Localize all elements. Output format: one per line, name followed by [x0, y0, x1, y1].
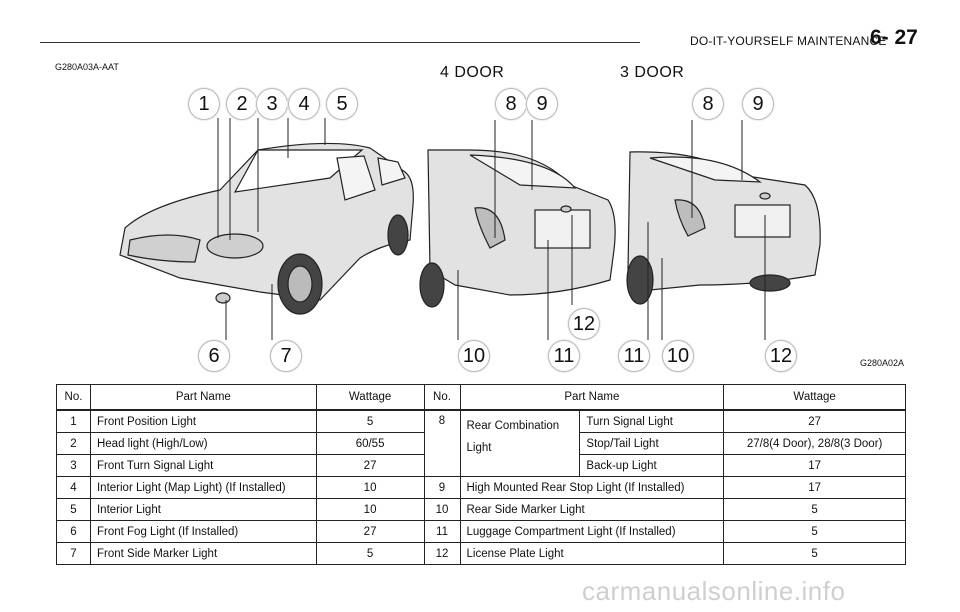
row-no-rear-combination: 8: [423, 409, 461, 477]
vehicle-illustration: [119, 118, 821, 340]
row-no: 1: [56, 409, 91, 433]
row-watt: 10: [315, 498, 425, 521]
table-header-row: No. Part Name Wattage No. Part Name Watt…: [56, 384, 906, 411]
row-part: Front Position Light: [89, 409, 317, 433]
callout-3door-8: 8: [692, 88, 724, 120]
callout-3door-12: 12: [765, 340, 797, 372]
row-part: License Plate Light: [459, 542, 725, 565]
row-watt: 60/55: [315, 432, 425, 455]
callout-2: 2: [226, 88, 258, 120]
row-part: Luggage Compartment Light (If Installed): [459, 520, 725, 543]
callout-4door-11: 11: [548, 340, 580, 372]
front-car-drawing: [119, 142, 414, 315]
bulb-wattage-table: No. Part Name Wattage No. Part Name Watt…: [56, 384, 906, 565]
sub-part: Turn Signal Light: [579, 409, 725, 433]
row-watt: 5: [723, 520, 906, 543]
rear-combination-part: Rear Combination Light: [459, 409, 581, 477]
callout-3: 3: [256, 88, 288, 120]
row-part: Front Fog Light (If Installed): [89, 520, 317, 543]
row-part: Rear Side Marker Light: [459, 498, 725, 521]
row-no: 6: [56, 520, 91, 543]
col-header-no-left: No.: [56, 384, 91, 411]
row-watt: 5: [723, 498, 906, 521]
row-watt: 10: [315, 476, 425, 499]
callout-3door-11: 11: [618, 340, 650, 372]
col-header-no-right: No.: [423, 384, 461, 411]
callout-4door-8: 8: [495, 88, 527, 120]
sub-part: Back-up Light: [579, 454, 725, 477]
sub-watt: 27: [723, 409, 906, 433]
rear-four-door-drawing: [419, 149, 616, 308]
callout-3door-9: 9: [742, 88, 774, 120]
four-door-label: 4 DOOR: [440, 64, 505, 81]
row-part: Front Turn Signal Light: [89, 454, 317, 477]
col-header-part-left: Part Name: [89, 384, 317, 411]
three-door-label: 3 DOOR: [620, 64, 685, 81]
page-number: 6- 27: [870, 26, 918, 49]
sub-watt: 27/8(4 Door), 28/8(3 Door): [723, 432, 906, 455]
table-row: 2 Head light (High/Low) 60/55 Stop/Tail …: [56, 432, 906, 455]
table-row: 3 Front Turn Signal Light 27 Back-up Lig…: [56, 454, 906, 477]
callout-1: 1: [188, 88, 220, 120]
row-no: 5: [56, 498, 91, 521]
row-no: 3: [56, 454, 91, 477]
callout-7: 7: [270, 340, 302, 372]
callout-3door-10: 10: [662, 340, 694, 372]
row-watt: 5: [723, 542, 906, 565]
row-no: 9: [423, 476, 461, 499]
table-row: 7 Front Side Marker Light 5 12 License P…: [56, 542, 906, 565]
section-title: DO-IT-YOURSELF MAINTENANCE: [690, 34, 887, 48]
row-part: Head light (High/Low): [89, 432, 317, 455]
row-watt: 5: [315, 409, 425, 433]
callout-4door-12: 12: [568, 308, 600, 340]
callout-4: 4: [288, 88, 320, 120]
row-part: High Mounted Rear Stop Light (If Install…: [459, 476, 725, 499]
callout-5: 5: [326, 88, 358, 120]
row-part: Front Side Marker Light: [89, 542, 317, 565]
rear-combination-line1: Rear Combination: [466, 420, 560, 432]
rear-combination-line2: Light: [466, 442, 492, 454]
row-no: 10: [423, 498, 461, 521]
sub-watt: 17: [723, 454, 906, 477]
watermark: carmanualsonline.info: [582, 576, 846, 606]
row-watt: 27: [315, 520, 425, 543]
callout-4door-9: 9: [526, 88, 558, 120]
callout-4door-10: 10: [458, 340, 490, 372]
header-rule: [40, 42, 640, 43]
row-part: Interior Light: [89, 498, 317, 521]
table-row: 1 Front Position Light 5 8 Rear Combinat…: [56, 409, 906, 477]
col-header-wattage-left: Wattage: [315, 384, 425, 411]
row-part: Interior Light (Map Light) (If Installed…: [89, 476, 317, 499]
leader-lines: [217, 118, 766, 340]
table-row: 4 Interior Light (Map Light) (If Install…: [56, 476, 906, 499]
callout-6: 6: [198, 340, 230, 372]
sub-part: Stop/Tail Light: [579, 432, 725, 455]
row-watt: 5: [315, 542, 425, 565]
table-row: 5 Interior Light 10 10 Rear Side Marker …: [56, 498, 906, 521]
rear-three-door-drawing: [626, 151, 821, 305]
row-no: 7: [56, 542, 91, 565]
row-no: 2: [56, 432, 91, 455]
row-watt: 27: [315, 454, 425, 477]
row-no: 11: [423, 520, 461, 543]
col-header-part-right: Part Name: [459, 384, 725, 411]
row-watt: 17: [723, 476, 906, 499]
figure-code-right: G280A02A: [860, 358, 905, 368]
row-no: 12: [423, 542, 461, 565]
table-row: 6 Front Fog Light (If Installed) 27 11 L…: [56, 520, 906, 543]
figure-code-left: G280A03A-AAT: [55, 62, 119, 72]
row-no: 4: [56, 476, 91, 499]
col-header-wattage-right: Wattage: [723, 384, 906, 411]
